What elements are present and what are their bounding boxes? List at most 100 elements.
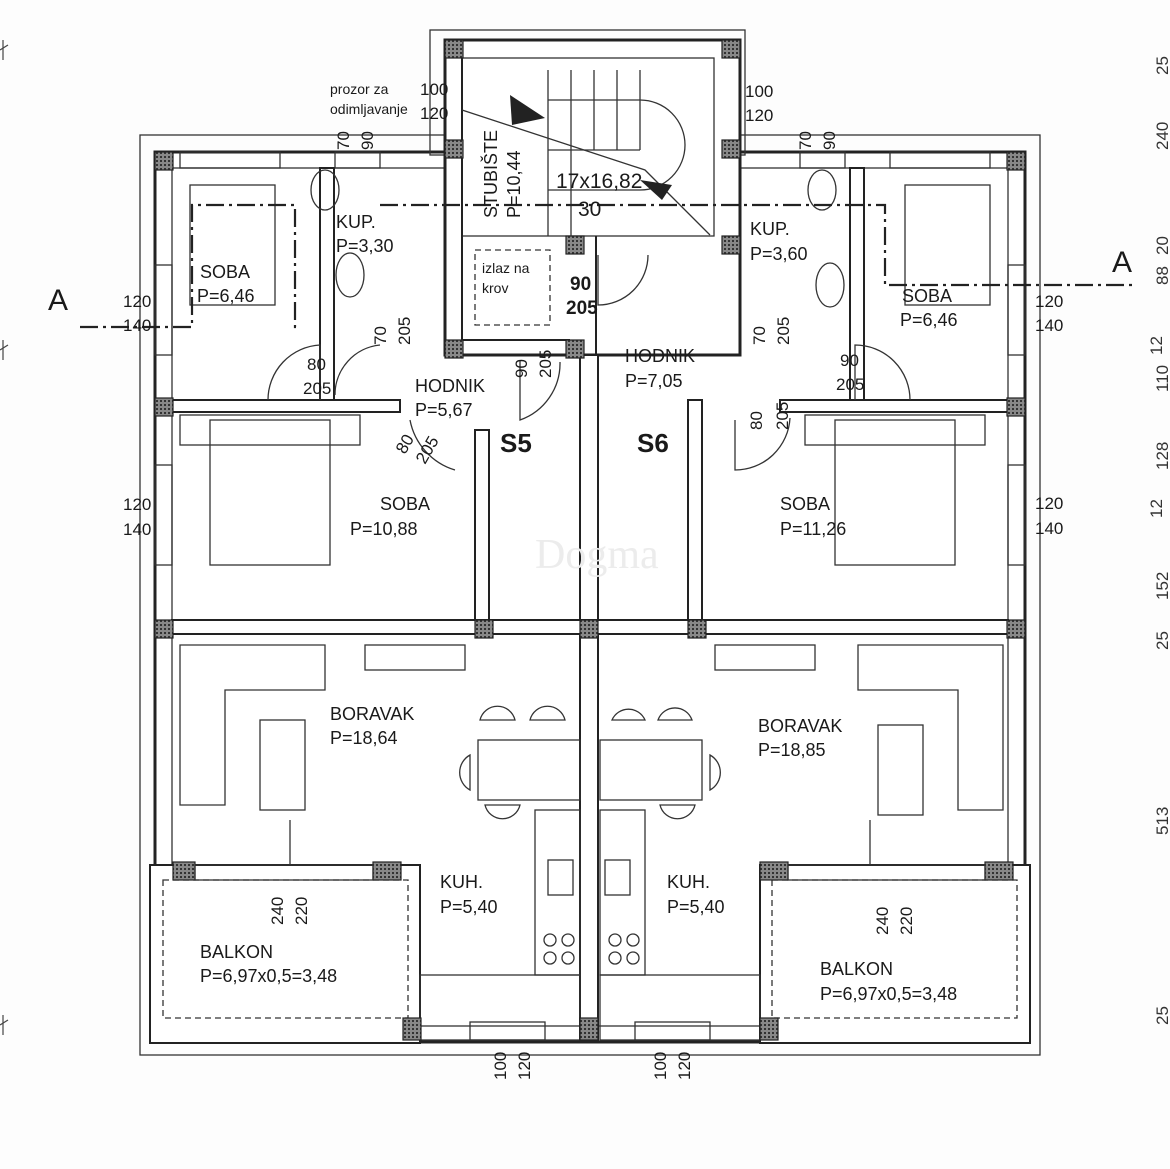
dining-table [477,739,581,801]
bed-icon [189,184,276,306]
edge-dim: 513 [1153,807,1170,835]
room-name: KUH. [667,872,710,892]
room-name: BORAVAK [758,716,842,736]
smoke-window-note: prozor za [330,81,389,97]
edge-dim: 152 [1153,572,1170,600]
dim-top: 90 [840,351,859,370]
dim-top: 100 [420,80,448,99]
room-name: SOBA [780,494,830,514]
staircase [461,70,711,326]
room-area: P=18,64 [330,728,398,748]
dim-top: 70 [334,131,353,150]
room-area: P=3,60 [750,244,808,264]
dim-top: 90 [512,359,531,378]
dim-bottom: 140 [1035,519,1063,538]
dim-bottom: 205 [303,379,331,398]
room-labels: SOBA P=6,46 KUP. P=3,30 STUBIŠTE P=10,44… [197,81,958,1004]
room-area: P=10,88 [350,519,418,539]
edge-dim: 25 [568,1167,587,1169]
dim-bottom: 205 [774,317,793,345]
kitchen-sink-icon [547,859,574,896]
section-marker-right: A [1112,246,1132,279]
chair-icon [459,753,721,792]
room-area: P=18,85 [758,740,826,760]
dim-top: 100 [745,82,773,101]
unit-label-s5: S5 [500,428,532,458]
room-area: P=6,97x0,5=3,48 [200,966,337,986]
edge-dim: 128 [1153,442,1170,470]
room-name: KUH. [440,872,483,892]
bed-icon [904,184,991,306]
edge-dim: 25 [163,1167,182,1169]
dining-table [599,739,703,801]
room-name: HODNIK [625,346,695,366]
dim-top: 120 [1035,494,1063,513]
dim-top: 120 [123,495,151,514]
stair-tread: 30 [578,198,601,221]
dim-bottom: 205 [836,375,864,394]
dim-bottom: 120 [420,104,448,123]
room-name: KUP. [750,219,790,239]
roof-exit-hatch [474,249,551,326]
dim-top: 70 [796,131,815,150]
room-name: SOBA [200,262,250,282]
edge-dimensions-right: 25 240 20 88 12 110 128 12 152 25 513 25 [1147,56,1170,1025]
windows [154,151,1026,1041]
edge-dim: 10 [118,1167,137,1169]
building-walls [139,29,1041,1056]
coffee-table [877,724,924,816]
dim-bottom: 205 [566,298,598,319]
stair-steps: 17x16,82 [556,170,642,193]
dim-top: 70 [750,326,769,345]
room-area: P=3,30 [336,236,394,256]
roof-exit-note: krov [482,280,508,296]
dim-bottom: 140 [123,520,151,539]
dim-top: 120 [123,292,151,311]
room-area: P=5,67 [415,400,473,420]
room-area: P=10,44 [504,150,524,218]
doors [267,254,911,865]
chair-icon [479,705,693,721]
room-name: BALKON [820,959,893,979]
chair-icon [484,804,696,820]
room-name: BALKON [200,942,273,962]
watermark: Dogma [535,532,659,578]
edge-ticks-left [0,40,9,1035]
room-name: HODNIK [415,376,485,396]
edge-dim: 25 [1153,631,1170,650]
dim-bottom: 90 [358,131,377,150]
edge-dim: 25 [1153,1006,1170,1025]
sink-icon [335,252,365,298]
edge-dim: 12 [1147,499,1166,518]
toilet-icon [310,169,340,211]
dim-top: 80 [307,355,326,374]
room-area: P=6,46 [197,286,255,306]
room-name: SOBA [902,286,952,306]
stair-arrow-icon [640,180,672,200]
kitchen-sink-icon [604,859,631,896]
dimension-labels: 100 120 100 120 70 90 70 90 120 140 120 … [123,80,1063,1080]
sofa-icon [179,644,326,806]
edge-dim: 110 [1153,365,1170,392]
dim-top: 80 [747,411,766,430]
room-area: P=11,26 [780,519,846,539]
tv-stand [714,644,816,671]
dim-bottom: 205 [773,402,792,430]
bed-icon [209,419,331,566]
dim-bottom: 205 [395,317,414,345]
stair-arrow-icon [510,95,545,125]
edge-dim: 12 [1147,336,1166,355]
section-marker-left: A [48,284,68,317]
sink-icon [815,262,845,308]
dim-bottom: 220 [897,907,916,935]
room-area: P=5,40 [667,897,725,917]
dim-bottom: 120 [745,106,773,125]
coffee-table [259,719,306,811]
room-area: P=5,40 [440,897,498,917]
dim-top: 120 [1035,292,1063,311]
unit-label-s6: S6 [637,428,669,458]
edge-dim: 25 [995,1167,1014,1169]
dim-top: 240 [268,897,287,925]
sofa-icon [857,644,1004,811]
